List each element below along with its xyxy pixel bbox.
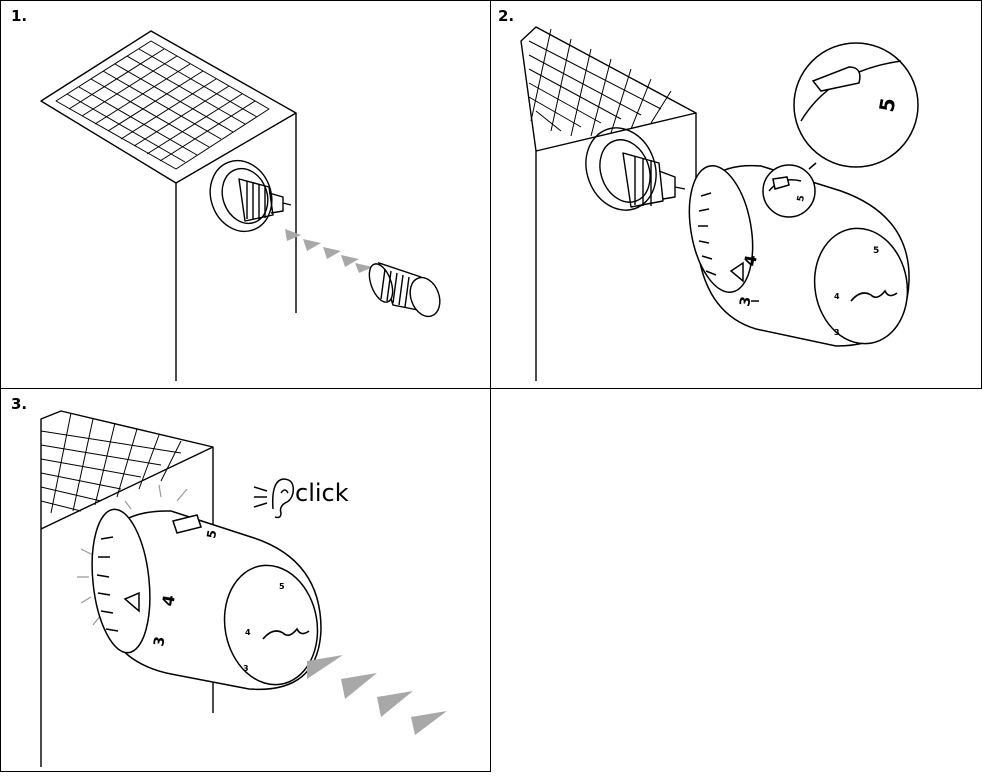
step-number: 1. xyxy=(11,7,28,25)
step-1-illustration xyxy=(40,30,441,381)
radiator-top-face xyxy=(40,30,297,184)
step-3-illustration: 4 3 5 5 4 3 click xyxy=(40,410,447,767)
dial-face-four: 4 xyxy=(834,292,840,301)
step-number: 3. xyxy=(11,395,28,413)
dial-face-three: 3 xyxy=(834,328,840,337)
protective-cap xyxy=(368,261,441,318)
dial-zoom-five: 5 xyxy=(874,96,900,114)
arrow-icon xyxy=(285,229,373,273)
radiator-grille xyxy=(40,412,182,514)
dial-face-three: 3 xyxy=(243,664,249,673)
thermostat-head xyxy=(91,508,322,691)
step-number: 2. xyxy=(498,7,515,25)
brand-logo-icon xyxy=(850,289,898,302)
click-label: click xyxy=(295,479,349,507)
dial-scale-three: 3 xyxy=(151,635,168,647)
valve-body xyxy=(209,159,292,233)
zoom-detail xyxy=(762,42,919,218)
ear-icon xyxy=(253,478,295,519)
dial-face-five: 5 xyxy=(279,582,285,591)
panel-step-3: 3. 4 3 5 5 4 3 xyxy=(0,388,491,772)
valve-body xyxy=(585,127,686,211)
radiator-grille xyxy=(55,40,270,170)
dial-face-five: 5 xyxy=(873,246,879,256)
step-2-illustration: 4 3 5 4 3 5 5 xyxy=(520,26,919,381)
panel-step-2: 2. 4 xyxy=(490,0,982,389)
dial-face-four: 4 xyxy=(245,628,251,637)
arrow-icon xyxy=(307,655,447,735)
thermostat-head xyxy=(688,164,910,347)
dial-scale-four: 4 xyxy=(740,253,761,267)
radiator-grille xyxy=(528,28,672,137)
dial-scale-four: 4 xyxy=(158,593,179,607)
dial-scale-three: 3 xyxy=(737,295,754,307)
dial-small-five: 5 xyxy=(796,195,807,203)
panel-step-1: 1. xyxy=(0,0,491,389)
dial-top-five: 5 xyxy=(204,529,219,540)
brand-logo-icon xyxy=(262,627,310,640)
radiator-top-face xyxy=(40,410,214,530)
